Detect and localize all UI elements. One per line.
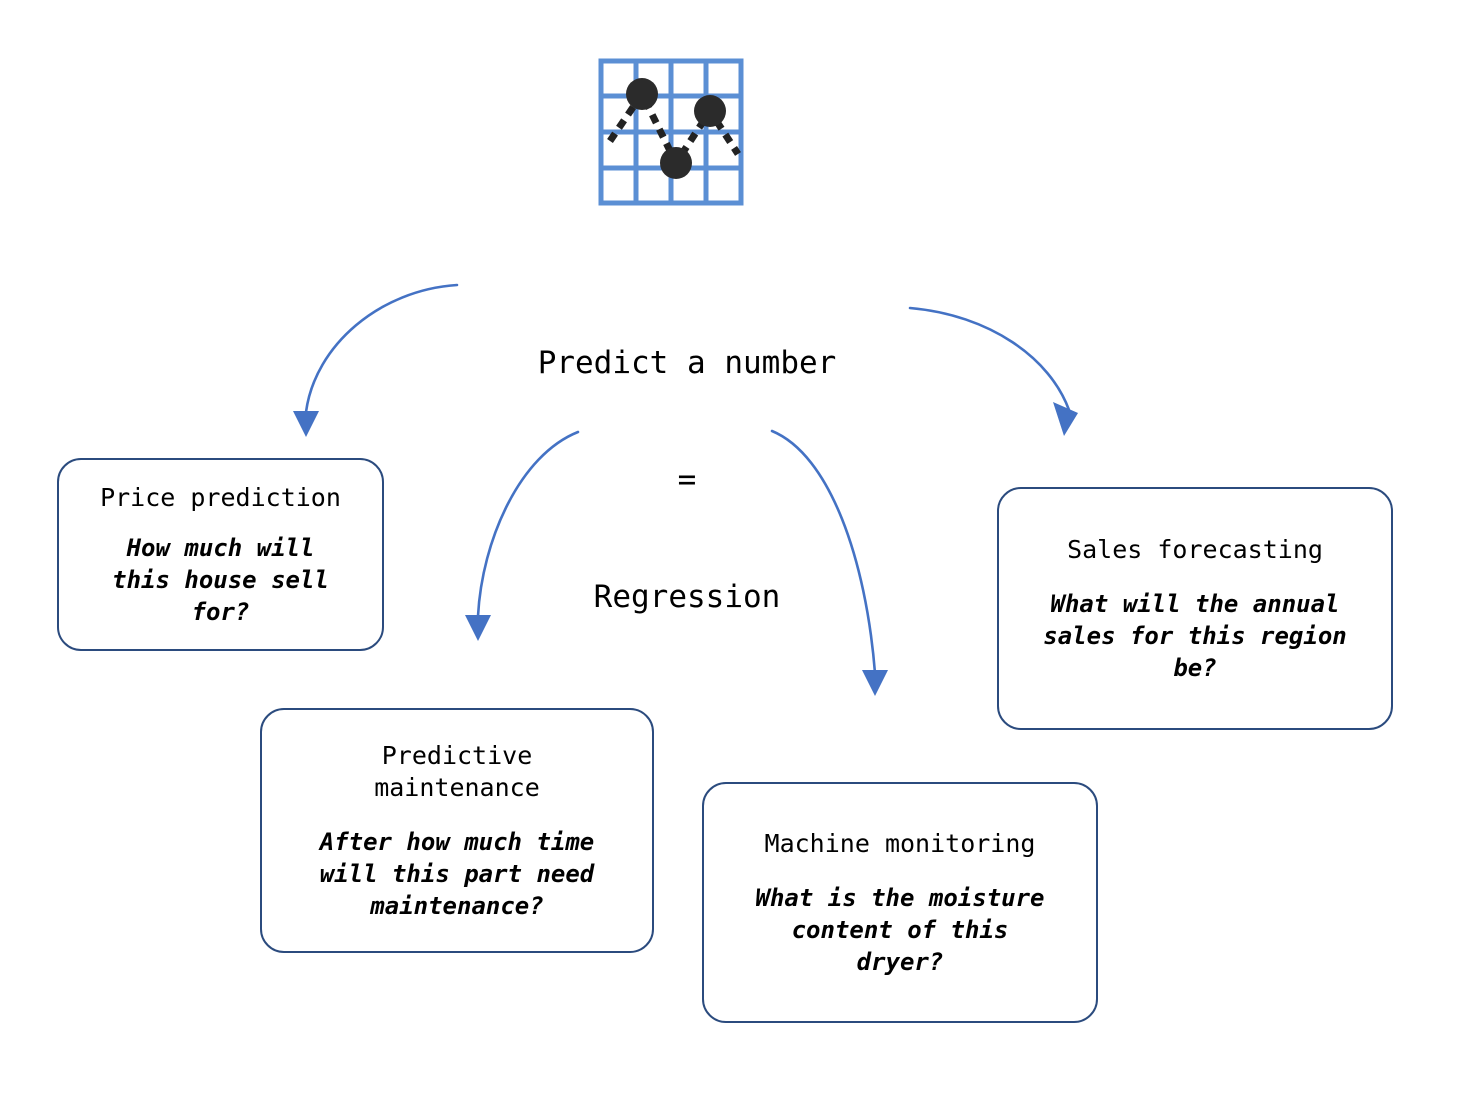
- node-question-price-prediction: How much will this house sell for?: [112, 533, 329, 626]
- node-title-predictive-maintenance: Predictive maintenance: [374, 740, 540, 802]
- center-title-line-1: Predict a number: [537, 345, 837, 381]
- arrow-to-price-prediction-head: [293, 411, 319, 437]
- node-box-sales-forecasting[interactable]: Sales forecasting What will the annual s…: [997, 487, 1393, 730]
- node-box-price-prediction[interactable]: Price prediction How much will this hous…: [57, 458, 384, 651]
- center-title-equals: =: [677, 462, 697, 498]
- line-chart-grid-icon: [598, 58, 744, 206]
- center-title: Predict a number = Regression: [437, 266, 937, 695]
- node-question-machine-monitoring: What is the moisture content of this dry…: [755, 883, 1045, 976]
- node-question-sales-forecasting: What will the annual sales for this regi…: [1043, 589, 1347, 682]
- node-box-predictive-maintenance[interactable]: Predictive maintenance After how much ti…: [260, 708, 654, 953]
- center-title-line-3: Regression: [593, 579, 781, 615]
- node-title-price-prediction: Price prediction: [100, 482, 341, 512]
- node-title-machine-monitoring: Machine monitoring: [764, 828, 1036, 858]
- node-question-predictive-maintenance: After how much time will this part need …: [319, 827, 595, 920]
- arrow-to-sales-forecasting-head: [1053, 402, 1078, 436]
- arrow-to-price-prediction-path: [304, 283, 459, 414]
- node-box-machine-monitoring[interactable]: Machine monitoring What is the moisture …: [702, 782, 1098, 1023]
- node-title-sales-forecasting: Sales forecasting: [1067, 534, 1323, 564]
